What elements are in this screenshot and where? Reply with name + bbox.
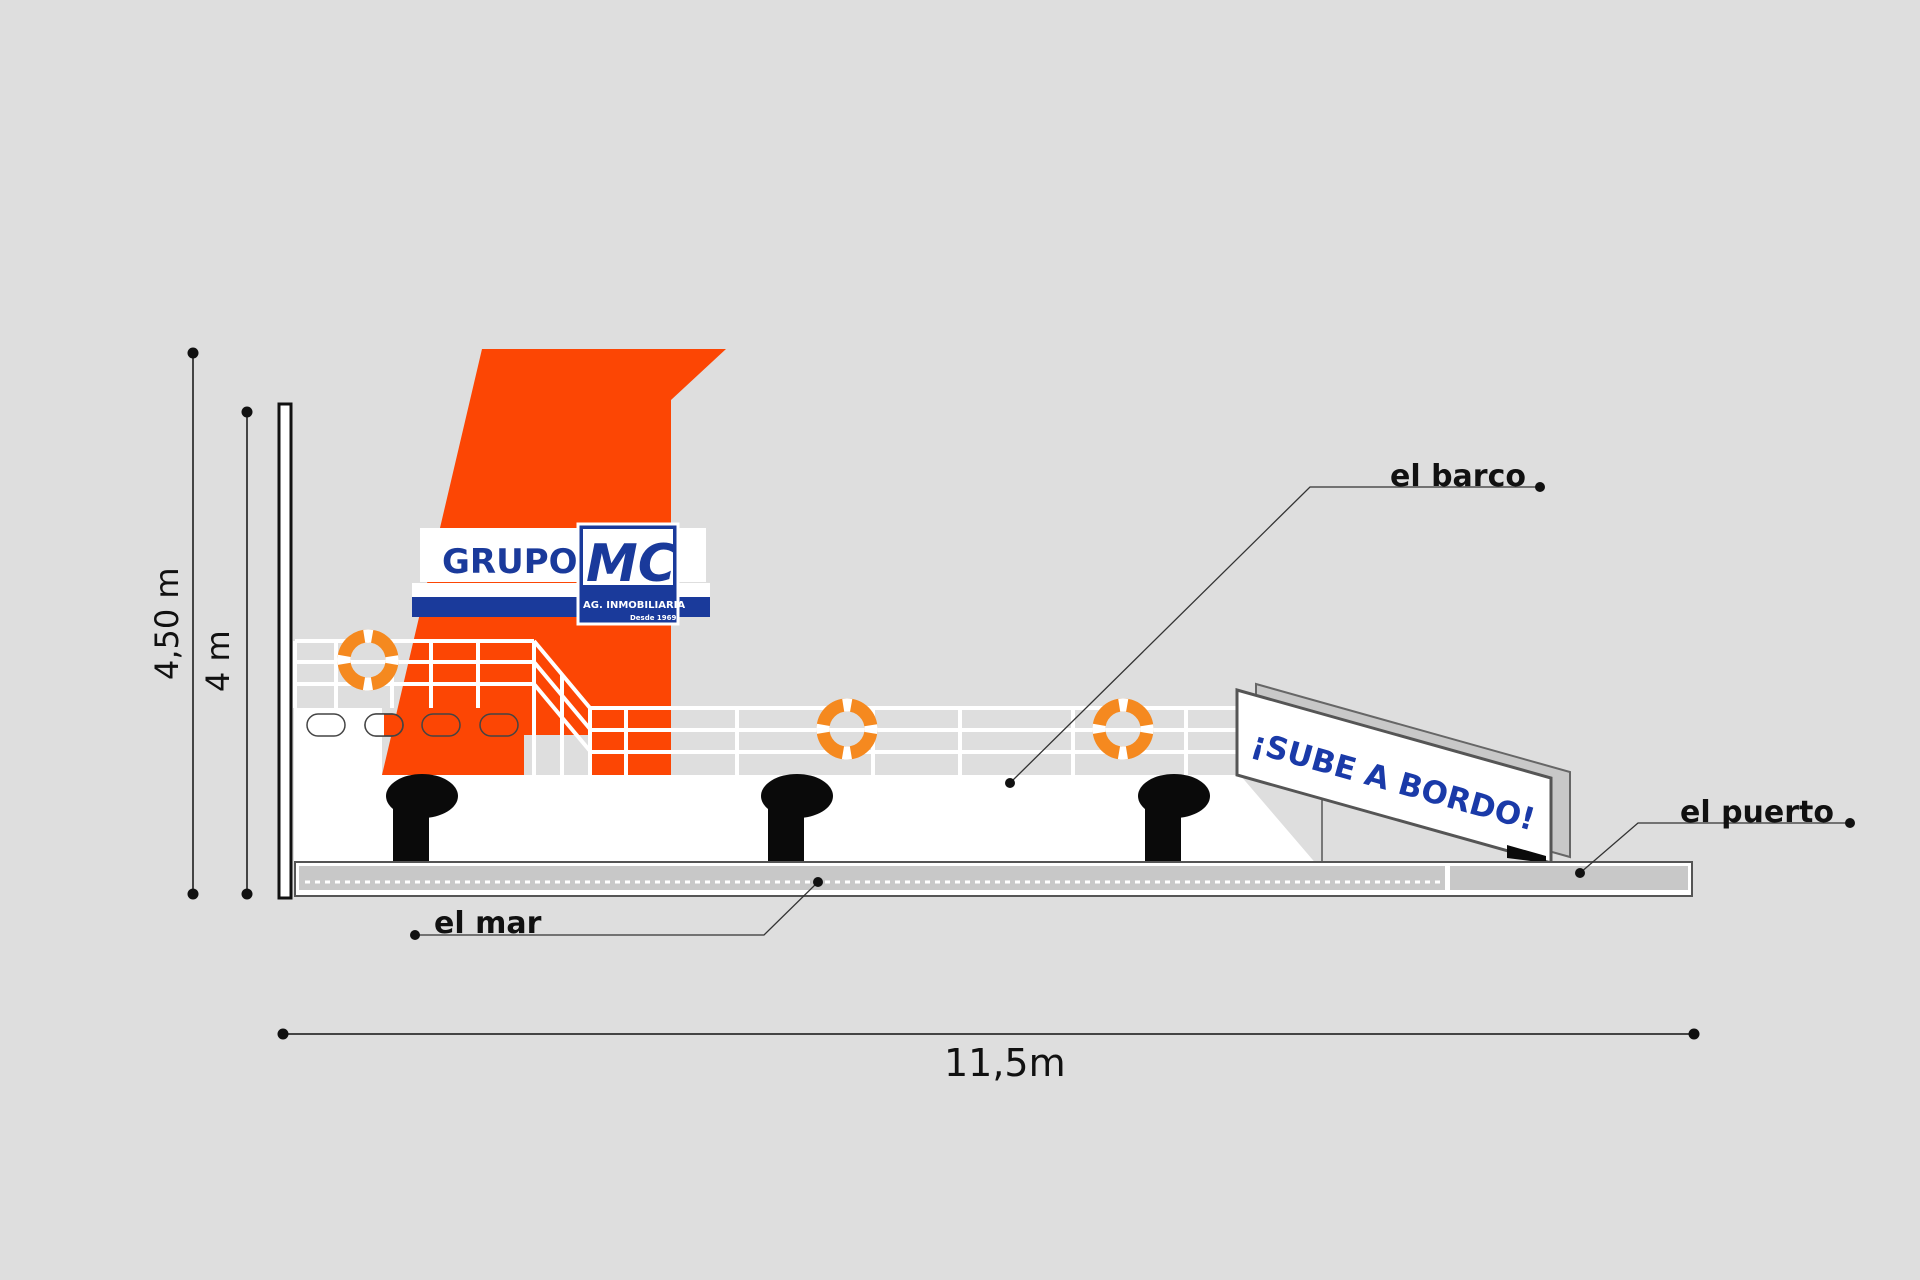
- bollard-icon: [1138, 774, 1210, 866]
- portholes: [306, 713, 519, 737]
- lifebuoy-icon: [816, 698, 878, 760]
- bollard-icon: [761, 774, 833, 863]
- inner-height-label: 4 m: [199, 630, 237, 692]
- logo-subtitle: AG. INMOBILIARIA: [583, 600, 685, 611]
- logo-word: GRUPO: [442, 542, 578, 582]
- edge-post: [277, 402, 293, 900]
- logo-mark: MC AG. INMOBILIARIA Desde 1969: [576, 522, 685, 626]
- bollard-icon: [386, 774, 458, 863]
- callout-puerto: [1575, 818, 1855, 878]
- lifebuoy-icon: [1092, 698, 1154, 760]
- dimension-total-height: [187, 347, 199, 900]
- width-label: 11,5m: [944, 1041, 1066, 1085]
- sea-strip: [294, 861, 1693, 897]
- dimension-width: [277, 1028, 1700, 1040]
- callout-mar: [410, 877, 823, 940]
- label-barco: el barco: [1390, 459, 1526, 494]
- callout-barco: [1005, 482, 1545, 788]
- logo-since: Desde 1969: [630, 614, 677, 622]
- dimension-inner-height: [241, 406, 253, 900]
- label-puerto: el puerto: [1680, 795, 1834, 830]
- total-height-label: 4,50 m: [148, 567, 186, 680]
- label-mar: el mar: [434, 906, 542, 941]
- logo-mark-text: MC: [586, 534, 676, 594]
- lifebuoy-icon: [337, 629, 399, 691]
- gangway-sign: ¡SUBE A BORDO!: [1235, 682, 1571, 865]
